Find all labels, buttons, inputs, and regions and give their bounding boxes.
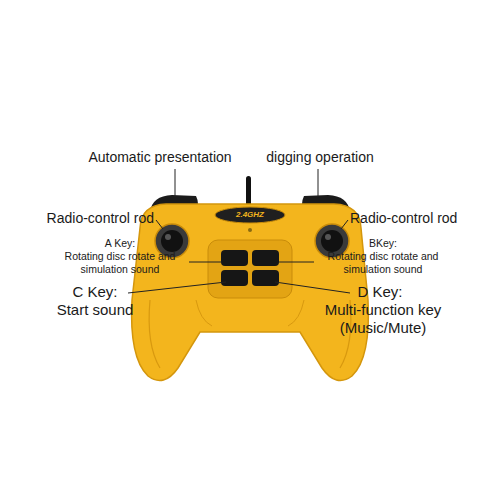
callout-label: D Key: — [340, 283, 420, 301]
grip-line — [288, 300, 304, 326]
leader-line — [128, 282, 226, 293]
key-button — [252, 250, 279, 266]
controller-body — [132, 204, 369, 381]
key-button — [221, 270, 248, 286]
leader-line — [279, 262, 314, 263]
leader-lines — [128, 169, 350, 293]
callout-label: BKey: — [318, 237, 448, 250]
callout-label: A Key: — [55, 237, 185, 250]
leader-line — [156, 220, 163, 229]
joystick-knob — [161, 230, 183, 252]
frequency-badge — [215, 207, 285, 223]
callout-label: Radio-control rod — [350, 210, 496, 227]
callout-label: Multi-function key (Music/Mute) — [308, 301, 458, 337]
callout-label: C Key: — [45, 283, 145, 301]
leader-line — [341, 220, 348, 229]
leader-line — [318, 169, 319, 197]
grip-line — [196, 300, 212, 326]
callout-label: digging operation — [255, 149, 385, 166]
leader-line — [189, 262, 222, 263]
joystick-knob — [321, 230, 343, 252]
badge-text: 2.4GHZ — [218, 209, 282, 221]
callout-label: Start sound — [40, 301, 150, 319]
leader-line — [175, 169, 176, 197]
key-button — [252, 270, 279, 286]
callout-label: Automatic presentation — [70, 149, 250, 166]
joystick-highlight — [165, 234, 171, 240]
grip-line — [149, 300, 160, 368]
indicator-dot — [248, 228, 252, 232]
callout-label: Rotating disc rotate and simulation soun… — [55, 250, 185, 275]
leader-line — [275, 282, 350, 293]
callout-label: Radio-control rod — [2, 210, 154, 227]
button-bezel — [208, 240, 292, 298]
joystick-highlight — [325, 234, 331, 240]
key-button — [221, 250, 248, 266]
callout-label: Rotating disc rotate and simulation soun… — [318, 250, 448, 275]
